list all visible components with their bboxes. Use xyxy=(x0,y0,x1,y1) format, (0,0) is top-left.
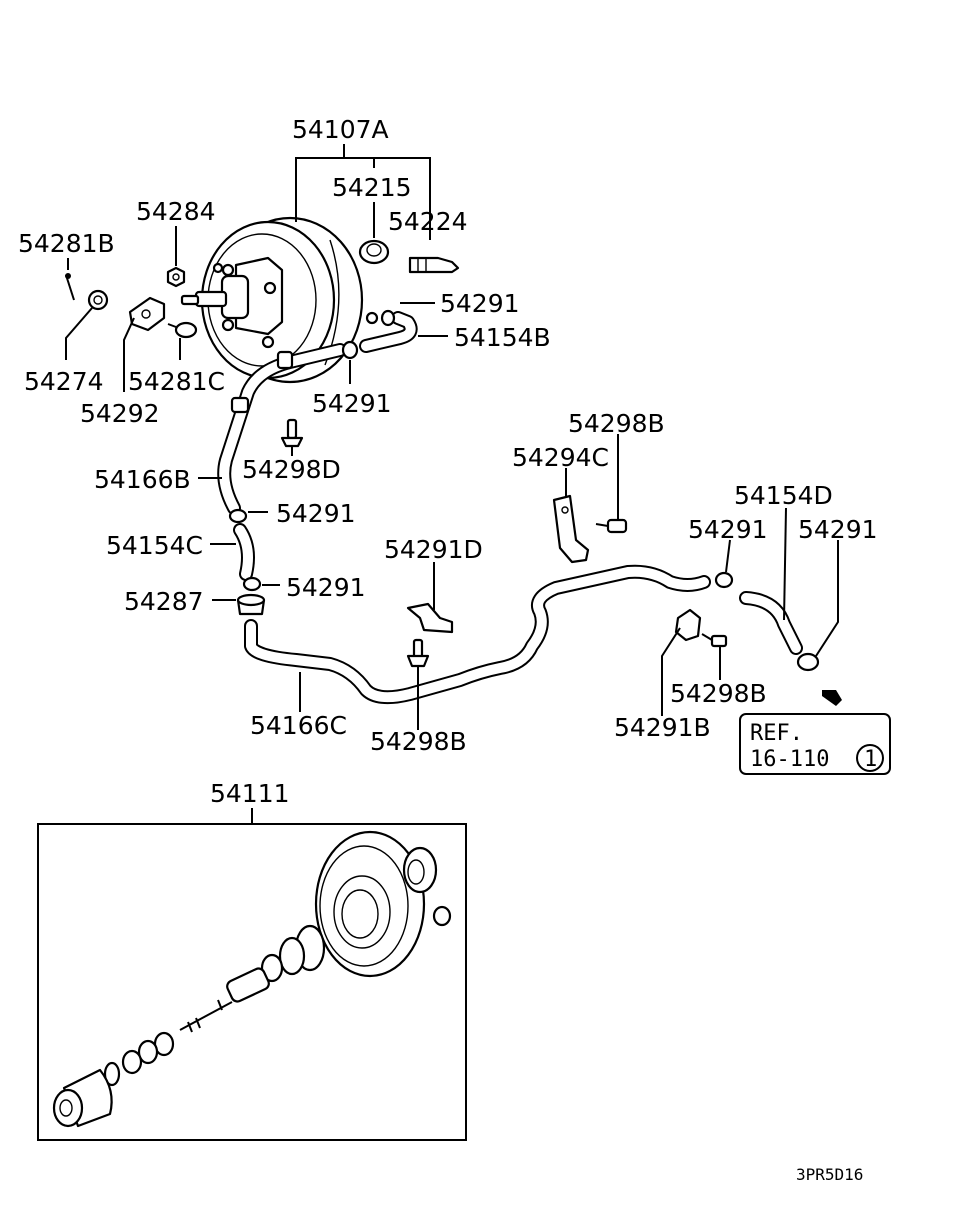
label-54215: 54215 xyxy=(332,173,412,202)
label-54166B: 54166B xyxy=(94,465,191,494)
label-54166C: 54166C xyxy=(250,711,347,740)
valve-body[interactable] xyxy=(225,924,326,1003)
clip-54298B-right[interactable] xyxy=(701,633,728,648)
small-grommet[interactable] xyxy=(432,905,452,927)
nut-54284[interactable] xyxy=(166,266,186,288)
label-54107A: 54107A xyxy=(292,115,389,144)
clip-54291D[interactable] xyxy=(406,602,454,634)
label-54298D: 54298D xyxy=(242,455,341,484)
label-54154D: 54154D xyxy=(734,481,833,510)
ref-line2: 16-110 xyxy=(750,747,829,772)
ref-line1: REF. xyxy=(750,721,803,746)
label-54274: 54274 xyxy=(24,367,104,396)
label-54154B: 54154B xyxy=(454,323,551,352)
label-54284: 54284 xyxy=(136,197,216,226)
clamp-54291-right-1[interactable] xyxy=(714,571,734,589)
bolt-54281C[interactable] xyxy=(167,321,198,339)
label-54291D: 54291D xyxy=(384,535,483,564)
washer-54274[interactable] xyxy=(87,289,109,311)
ref-box[interactable]: REF. 16-110 1 xyxy=(739,713,891,775)
label-54298B-right: 54298B xyxy=(670,679,767,708)
label-54111: 54111 xyxy=(210,779,290,808)
label-54291-r1: 54291 xyxy=(688,515,768,544)
vacuum-pipe-54166C[interactable] xyxy=(244,564,711,705)
clip-54298B-top[interactable] xyxy=(595,518,628,534)
check-valve-54287[interactable] xyxy=(236,593,266,616)
clamp-54291-a[interactable] xyxy=(228,508,248,524)
leader-lines xyxy=(65,144,839,730)
vacuum-elbow-fitting[interactable] xyxy=(408,256,460,274)
arrow-icon xyxy=(822,690,842,706)
bracket-54294C[interactable] xyxy=(552,494,590,564)
label-54291-a: 54291 xyxy=(276,499,356,528)
kit-box xyxy=(37,823,467,1141)
label-54281B: 54281B xyxy=(18,229,115,258)
brake-booster[interactable] xyxy=(180,216,379,384)
label-54298B-bottom: 54298B xyxy=(370,727,467,756)
seal-ring[interactable] xyxy=(402,846,438,894)
hose-54154C[interactable] xyxy=(233,523,255,581)
push-rod[interactable] xyxy=(179,999,233,1033)
pin-54281B[interactable] xyxy=(65,273,75,301)
hose-54154B[interactable] xyxy=(359,309,418,353)
filter-rings[interactable] xyxy=(103,1031,175,1087)
clamp-54291-booster[interactable] xyxy=(341,340,359,360)
label-54154C: 54154C xyxy=(106,531,203,560)
label-54224: 54224 xyxy=(388,207,468,236)
clip-54298B-bottom[interactable] xyxy=(406,638,430,668)
label-54292: 54292 xyxy=(80,399,160,428)
label-54287: 54287 xyxy=(124,587,204,616)
clamp-54291-right-2[interactable] xyxy=(796,652,820,672)
bracket-54292[interactable] xyxy=(128,296,166,332)
clamp-54291-b[interactable] xyxy=(242,576,262,592)
diaphragm-plate[interactable] xyxy=(314,830,426,978)
clip-54298D[interactable] xyxy=(280,418,304,448)
label-54291-top: 54291 xyxy=(440,289,520,318)
ref-circled-number: 1 xyxy=(864,747,877,772)
check-valve-grommet[interactable] xyxy=(358,239,390,265)
label-54298B-top: 54298B xyxy=(568,409,665,438)
bracket-54291B[interactable] xyxy=(674,608,702,642)
hose-54154D[interactable] xyxy=(739,591,803,655)
vacuum-hose-54166B[interactable] xyxy=(217,343,347,515)
label-54291-b: 54291 xyxy=(286,573,366,602)
label-54291-mid: 54291 xyxy=(312,389,392,418)
label-54291B: 54291B xyxy=(614,713,711,742)
label-54291-r2: 54291 xyxy=(798,515,878,544)
label-54281C: 54281C xyxy=(128,367,225,396)
boot[interactable] xyxy=(52,1068,113,1128)
label-54294C: 54294C xyxy=(512,443,609,472)
diagram-code: 3PR5D16 xyxy=(796,1165,863,1184)
